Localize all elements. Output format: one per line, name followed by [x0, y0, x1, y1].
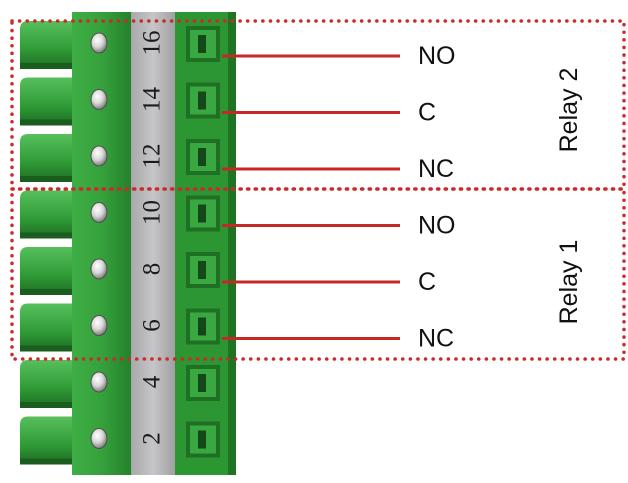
lever-tab-shadow: [20, 232, 72, 239]
screw-icon: [90, 32, 108, 54]
pin-number-label: 8: [139, 263, 166, 276]
label-strip: [131, 12, 175, 475]
screw-icon: [90, 428, 108, 449]
relay-1-label: Relay 1: [555, 240, 583, 325]
screw-icon: [90, 371, 108, 393]
lever-tab-shadow: [20, 345, 72, 352]
pin-number-label: 16: [139, 31, 166, 56]
screw-icon: [90, 315, 108, 336]
pin-number-column: 16 14 12 10 8 6 4 2: [139, 31, 166, 445]
wire-socket-hole: [198, 374, 206, 392]
connector-socket-edge: [228, 12, 236, 475]
wire-socket-hole: [198, 91, 206, 110]
screw-icon: [90, 89, 108, 110]
connector-lever-tab: [20, 21, 72, 69]
lever-tab-shadow: [20, 176, 72, 182]
socket-column: [186, 26, 220, 458]
relay-2-boundary: [10, 19, 626, 191]
screw-icon: [90, 202, 108, 223]
connector-main-body: [72, 12, 132, 475]
wire-socket-hole: [198, 35, 206, 53]
terminal-label: NC: [418, 325, 454, 353]
relay-boundaries: [10, 19, 626, 361]
pin-number-label: 6: [139, 319, 166, 332]
terminal-label: NO: [418, 42, 456, 70]
lever-tab-shadow: [20, 458, 72, 465]
terminal-label: NC: [418, 155, 454, 183]
connector-lever-tab: [20, 360, 72, 408]
connector-lever-tab: [20, 134, 72, 182]
connector-lever-tab: [20, 303, 72, 352]
lever-tab-shadow: [20, 289, 72, 295]
connector-lever-tab: [20, 190, 72, 239]
terminal-label: C: [418, 268, 436, 296]
wire-socket-hole: [198, 261, 206, 279]
wire-socket-hole: [198, 317, 206, 336]
wire-socket-hole: [198, 430, 206, 449]
lever-tab-shadow: [20, 119, 72, 126]
connector-lever-tab: [20, 77, 72, 126]
connector-tabs: [20, 21, 72, 465]
relay-1-boundary: [10, 187, 626, 361]
lever-tab-shadow: [20, 402, 72, 408]
pin-number-label: 4: [139, 375, 166, 388]
relay-2-label: Relay 2: [555, 68, 583, 153]
terminal-label-group: NO C NC NO C NC: [418, 42, 456, 353]
wire-group: [222, 54, 400, 340]
pin-number-label: 14: [139, 87, 166, 113]
screw-column: [90, 32, 108, 449]
wire-socket-hole: [198, 148, 206, 166]
pin-number-label: 2: [139, 432, 166, 445]
connector-lever-tab: [20, 416, 72, 465]
connector-socket-body: [175, 12, 235, 475]
screw-icon: [90, 145, 108, 167]
connector-lever-tab: [20, 247, 72, 295]
screw-icon: [90, 258, 108, 280]
terminal-label: NO: [418, 212, 456, 240]
wire-socket-hole: [198, 204, 206, 223]
pin-number-label: 10: [139, 200, 166, 225]
connector-body: [20, 12, 236, 475]
pin-number-label: 12: [139, 144, 166, 169]
terminal-label: C: [418, 99, 436, 127]
lever-tab-shadow: [20, 63, 72, 69]
